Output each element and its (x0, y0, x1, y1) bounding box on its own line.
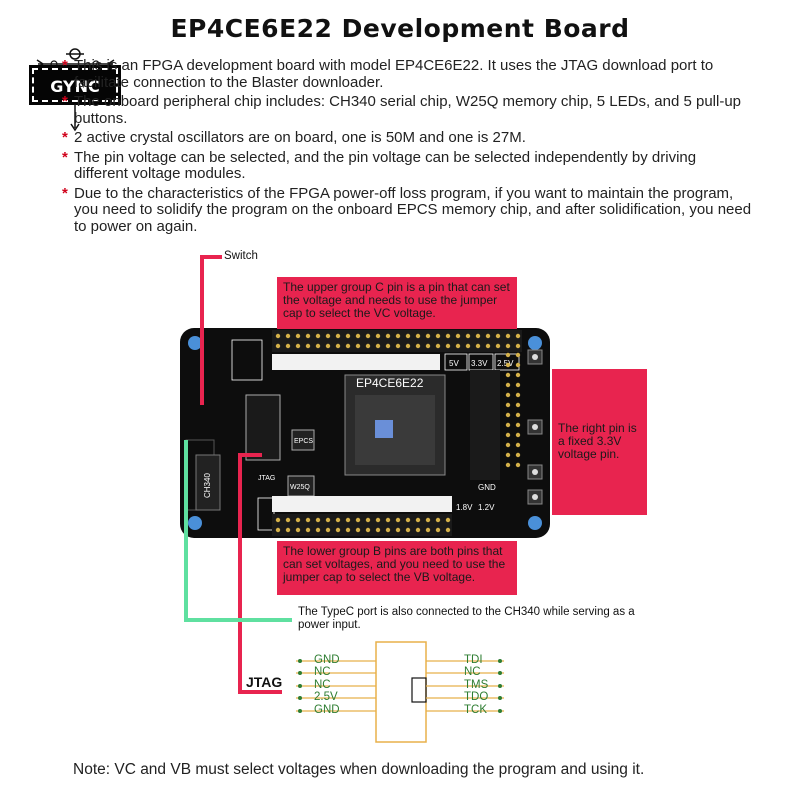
jtag-pin-left: NC (314, 666, 331, 678)
right-callout: The right pin is a fixed 3.3V voltage pi… (552, 369, 647, 515)
bullet-star-icon: * (62, 184, 68, 202)
ch340-chip (195, 454, 221, 511)
bullet-star-icon: * (62, 93, 68, 110)
jtag-pin-left: GND (314, 654, 340, 666)
bullet-star-icon: * (62, 129, 68, 146)
mount-hole (188, 516, 202, 530)
jtag-pin-right: TDO (464, 691, 489, 703)
v5-silk: 5V (449, 359, 459, 368)
jtag-pin-left: NC (314, 679, 331, 691)
v25-silk: 2.5V (497, 359, 514, 368)
list-item: *Due to the characteristics of the FPGA … (62, 184, 752, 235)
jtag-pin-right: TCK (464, 704, 487, 716)
jtag-header (245, 394, 281, 461)
jtag-leader-line (238, 453, 282, 694)
push-buttons (527, 349, 543, 505)
top-pin-header (272, 330, 522, 352)
v12-silk: 1.2V (478, 503, 495, 512)
v33-silk: 3.3V (471, 359, 488, 368)
right-pin-column (505, 352, 521, 468)
jtag-pin-right: TDI (464, 654, 483, 666)
logo-ornament-icon (36, 48, 115, 69)
mount-hole (528, 516, 542, 530)
lower-callout: The lower group B pins are both pins tha… (277, 541, 517, 595)
jtag-pin-left: GND (314, 704, 340, 716)
list-item: *2 active crystal oscillators are on boa… (62, 129, 526, 146)
epcs-chip (291, 429, 315, 451)
list-item: *The pin voltage can be selected, and th… (62, 148, 697, 182)
jtag-connector-diagram (296, 641, 504, 743)
switch-leader-line (200, 255, 222, 405)
board-diagram: 5V 3.3V 2.5V EP4CE6E22 CH340 JTAG EPCS W… (180, 255, 550, 743)
jtag-pin-left: 2.5V (314, 691, 338, 703)
v18-silk: 1.8V (456, 503, 473, 512)
typec-label: The TypeC port is also connected to the … (298, 606, 635, 631)
mount-hole (528, 336, 542, 350)
chip-silk-label: EP4CE6E22 (356, 376, 424, 390)
jtag-label: JTAG (246, 674, 283, 690)
fpga-chip (344, 374, 446, 476)
mount-hole (188, 336, 202, 350)
brand-logo: GYNC (28, 42, 123, 132)
bullet-star-icon: * (62, 148, 68, 166)
switch-label: Switch (224, 250, 258, 262)
bullet-star-icon: * (62, 57, 68, 74)
bottom-pin-header (272, 496, 452, 536)
ch340-silk: CH340 (203, 473, 212, 498)
epcs-silk: EPCS (294, 438, 313, 445)
jtag-pin-right: TMS (464, 679, 489, 691)
upper-callout: The upper group C pin is a pin that can … (277, 277, 517, 329)
jtag-pin-right: NC (464, 666, 481, 678)
right-header (470, 370, 500, 480)
typec-leader-line (184, 440, 292, 622)
w25q-silk: W25Q (290, 484, 310, 491)
logo-stem-icon (70, 104, 80, 132)
logo-text: GYNC (29, 65, 121, 105)
jtag-silk: JTAG (258, 475, 275, 482)
feature-list: *This is an FPGA development board with … (62, 57, 752, 238)
list-item: *This is an FPGA development board with … (62, 57, 714, 91)
top-silk-row (272, 354, 440, 370)
gnd-silk: GND (478, 483, 496, 492)
page-title: EP4CE6E22 Development Board (170, 14, 630, 43)
footer-note: Note: VC and VB must select voltages whe… (73, 761, 645, 778)
list-item: *The onboard peripheral chip includes: C… (62, 93, 742, 127)
